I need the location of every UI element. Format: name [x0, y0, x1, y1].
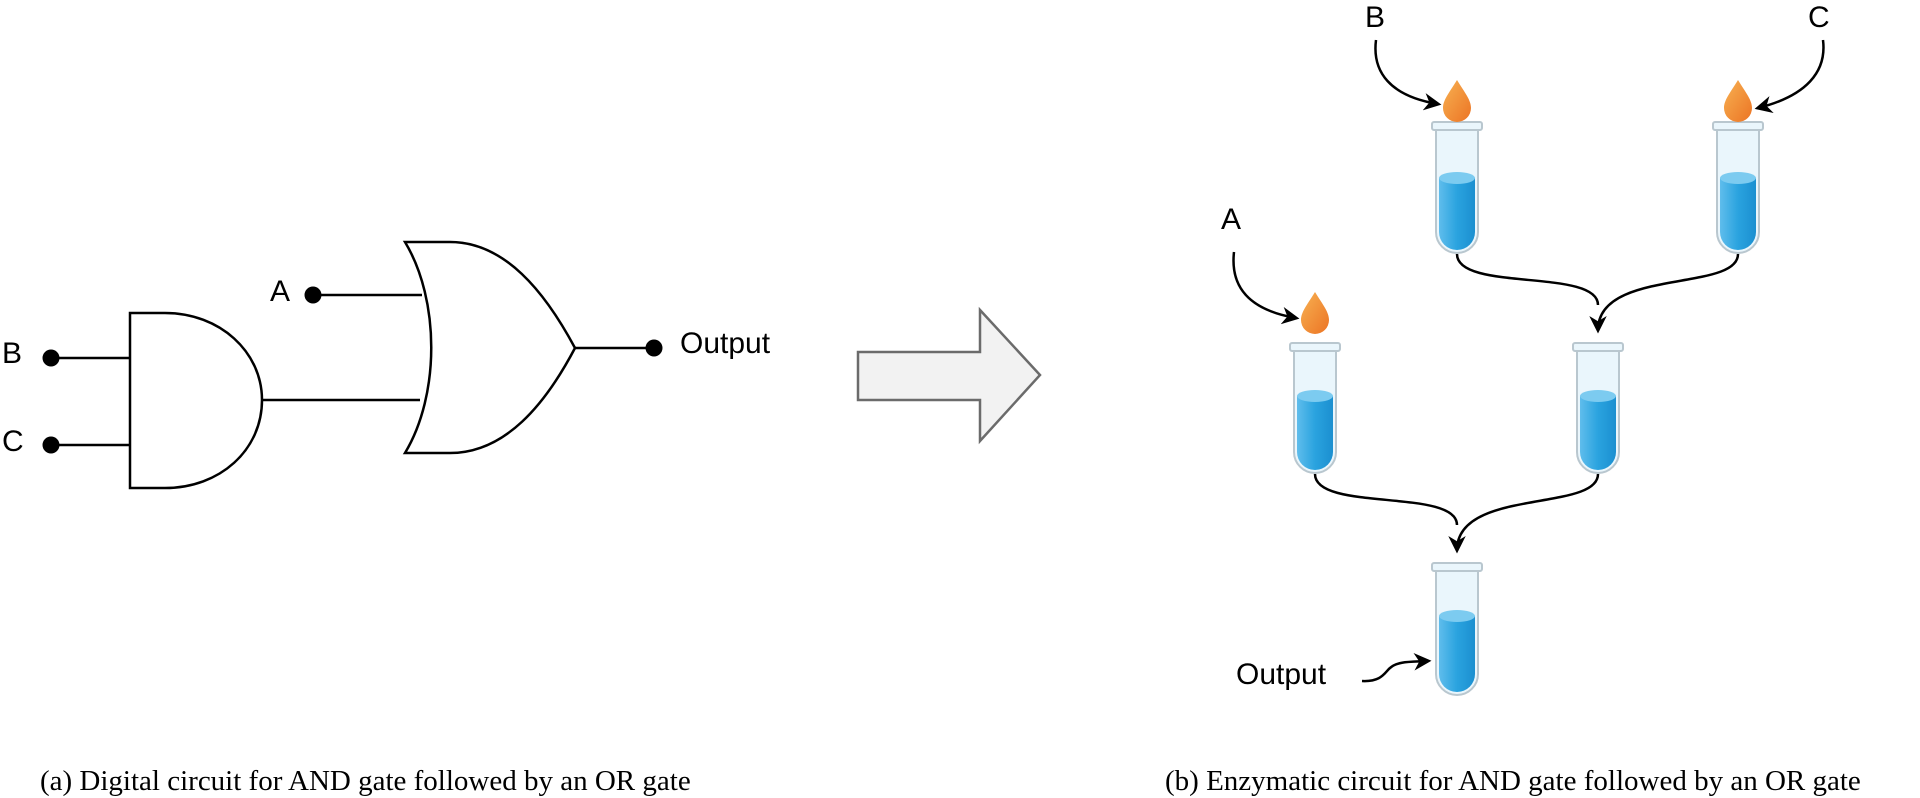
drop-b: [1443, 80, 1471, 122]
input-b-arrow: [1374, 39, 1442, 111]
drop-a: [1301, 292, 1329, 334]
test-tube-b: [1431, 121, 1483, 254]
output-label: Output: [680, 327, 771, 360]
flow-b-to-bc: [1455, 253, 1600, 306]
output-terminal: [645, 339, 663, 357]
caption-a: (a) Digital circuit for AND gate followe…: [40, 765, 691, 797]
input-a-label: A: [270, 275, 290, 308]
test-tube-a: [1289, 342, 1341, 474]
flow-a-to-output: [1313, 473, 1459, 526]
digital-circuit: B C A Output (a) Digital circuit for AND…: [2, 240, 771, 797]
input-c-label: C: [2, 425, 24, 458]
drop-c: [1724, 80, 1752, 122]
or-gate: [402, 240, 577, 455]
input-b-label: B: [2, 337, 22, 370]
caption-b: (b) Enzymatic circuit for AND gate follo…: [1165, 765, 1861, 797]
enzyme-input-a-label: A: [1221, 203, 1241, 236]
test-tube-output: [1431, 562, 1483, 696]
test-tube-c: [1712, 121, 1764, 254]
enzyme-output-label: Output: [1236, 658, 1327, 691]
flow-bc-to-output: [1448, 473, 1600, 554]
enzyme-input-b-label: B: [1365, 1, 1385, 34]
enzyme-input-c-label: C: [1808, 1, 1830, 34]
transform-arrow: [856, 306, 1042, 445]
enzymatic-circuit: B C A Output (b) Enzymatic circuit for A…: [1165, 1, 1861, 797]
output-arrow: [1361, 653, 1432, 683]
flow-c-to-bc: [1589, 253, 1740, 334]
and-gate: [128, 311, 264, 490]
test-tube-bc: [1572, 342, 1624, 474]
input-a-arrow: [1232, 251, 1300, 325]
input-c-arrow: [1754, 39, 1825, 114]
